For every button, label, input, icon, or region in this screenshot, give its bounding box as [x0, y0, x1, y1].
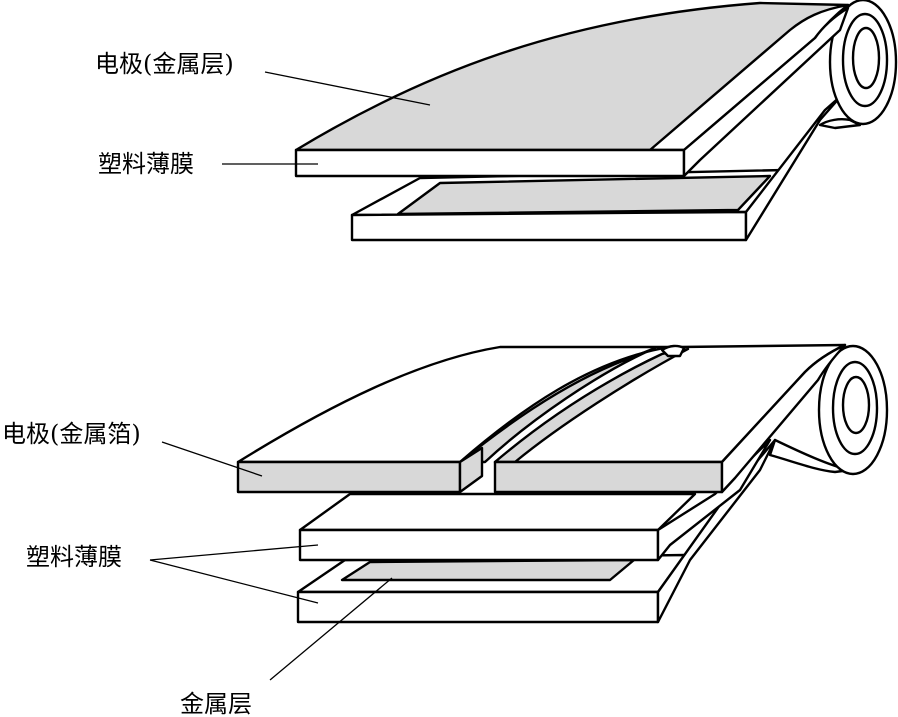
bottom-film-leader-line-lower	[149, 559, 319, 604]
bottom-metal-foil-diagram: 电极(金属箔) 塑料薄膜 金属层	[2, 343, 889, 717]
top-film-label: 塑料薄膜	[98, 150, 194, 178]
bottom-electrode-foils	[236, 343, 847, 494]
bottom-electrode-leader-line	[161, 441, 263, 477]
top-metallized-film-diagram: 电极(金属层) 塑料薄膜	[95, 0, 898, 242]
top-electrode-leader-line	[264, 71, 431, 106]
bottom-film-roll	[768, 344, 889, 476]
bottom-metal-layer-leader-line	[269, 577, 393, 681]
top-lower-film	[350, 93, 844, 242]
top-upper-film-with-metal-layer	[294, 1, 850, 178]
bottom-electrode-label: 电极(金属箔)	[2, 420, 141, 448]
bottom-lower-film-with-metal-layer	[296, 438, 777, 624]
bottom-metal-layer-label: 金属层	[180, 690, 252, 717]
top-electrode-label: 电极(金属层)	[95, 50, 234, 78]
bottom-film-label: 塑料薄膜	[26, 543, 122, 571]
top-film-roll	[818, 0, 898, 130]
bottom-film-leader-line-upper	[149, 544, 319, 561]
